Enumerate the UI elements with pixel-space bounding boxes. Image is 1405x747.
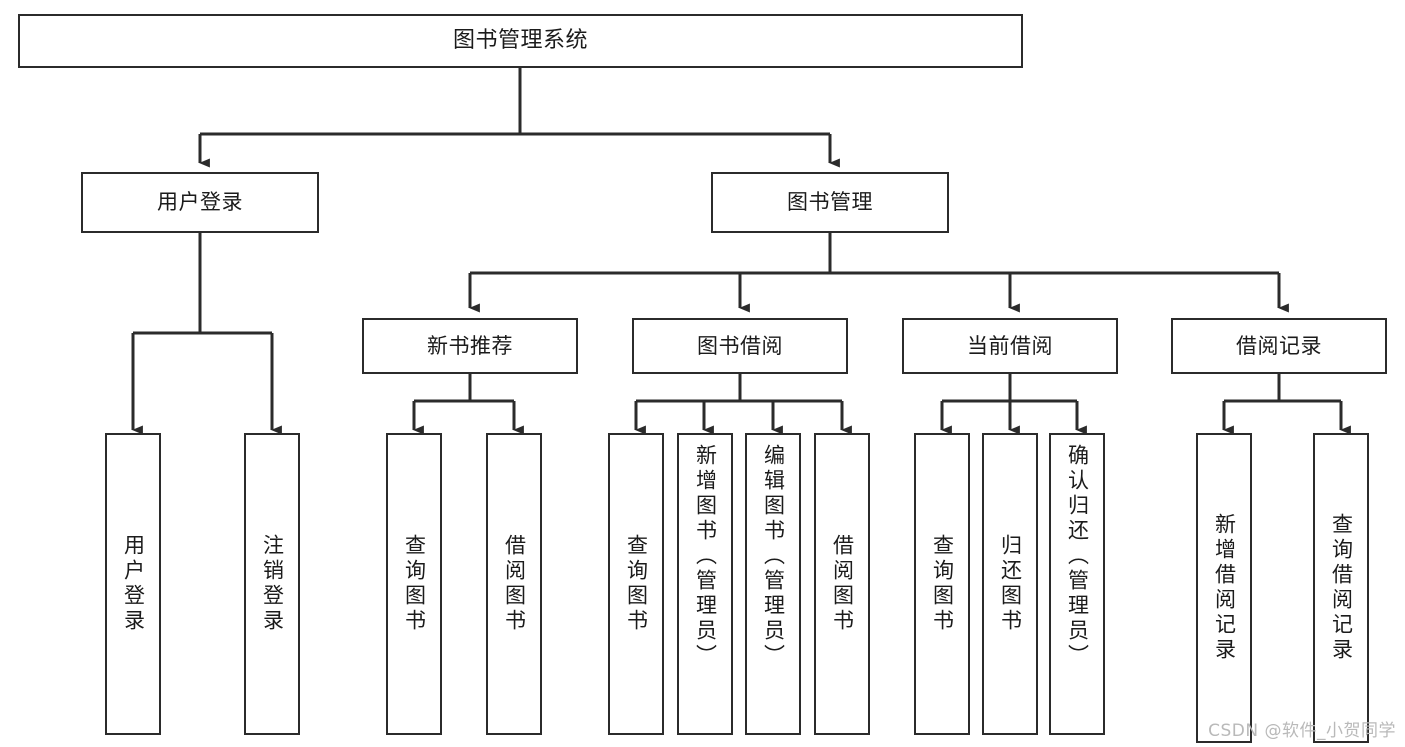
leaf-query-book-new[interactable]: 查询图书 — [386, 433, 442, 735]
node-book-borrow[interactable]: 图书借阅 — [632, 318, 848, 374]
node-label: 查询图书 — [624, 534, 649, 634]
leaf-edit-book-admin[interactable]: 编辑图书（管理员） — [745, 433, 801, 735]
node-label: 新增借阅记录 — [1212, 513, 1237, 663]
node-label: 确认归还（管理员） — [1065, 444, 1090, 669]
node-label: 用户登录 — [157, 190, 243, 215]
node-label: 查询图书 — [402, 534, 427, 634]
node-current-borrow[interactable]: 当前借阅 — [902, 318, 1118, 374]
node-borrow-record[interactable]: 借阅记录 — [1171, 318, 1387, 374]
node-label: 图书管理 — [787, 190, 873, 215]
leaf-user-login[interactable]: 用户登录 — [105, 433, 161, 735]
node-label: 借阅记录 — [1236, 333, 1322, 358]
leaf-borrow-book[interactable]: 借阅图书 — [814, 433, 870, 735]
node-label: 注销登录 — [260, 534, 285, 634]
leaf-add-book-admin[interactable]: 新增图书（管理员） — [677, 433, 733, 735]
node-label: 查询借阅记录 — [1329, 513, 1354, 663]
node-label: 编辑图书（管理员） — [761, 444, 786, 669]
leaf-query-borrow-record[interactable]: 查询借阅记录 — [1313, 433, 1369, 743]
node-label: 图书借阅 — [697, 333, 783, 358]
node-user-login[interactable]: 用户登录 — [81, 172, 319, 233]
node-label: 归还图书 — [998, 534, 1023, 634]
leaf-confirm-return-admin[interactable]: 确认归还（管理员） — [1049, 433, 1105, 735]
node-label: 图书管理系统 — [452, 28, 588, 54]
leaf-return-book[interactable]: 归还图书 — [982, 433, 1038, 735]
leaf-add-borrow-record[interactable]: 新增借阅记录 — [1196, 433, 1252, 743]
node-label: 借阅图书 — [830, 534, 855, 634]
watermark-text: CSDN @软件_小贺同学 — [1208, 721, 1396, 741]
node-new-book-recommend[interactable]: 新书推荐 — [362, 318, 578, 374]
leaf-query-book-borrow[interactable]: 查询图书 — [608, 433, 664, 735]
node-book-management[interactable]: 图书管理 — [711, 172, 949, 233]
node-root[interactable]: 图书管理系统 — [18, 14, 1023, 68]
node-label: 当前借阅 — [967, 333, 1053, 358]
node-label: 借阅图书 — [502, 534, 527, 634]
node-label: 新增图书（管理员） — [693, 444, 718, 669]
leaf-logout[interactable]: 注销登录 — [244, 433, 300, 735]
node-label: 查询图书 — [930, 534, 955, 634]
leaf-query-book-current[interactable]: 查询图书 — [914, 433, 970, 735]
node-label: 新书推荐 — [427, 333, 513, 358]
leaf-borrow-book-new[interactable]: 借阅图书 — [486, 433, 542, 735]
node-label: 用户登录 — [121, 534, 146, 634]
